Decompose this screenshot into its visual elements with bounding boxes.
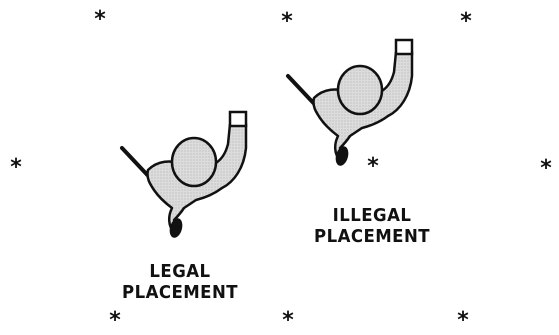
- figure-with-wand-icon: [118, 108, 258, 240]
- asterisk-marker: *: [109, 310, 121, 332]
- asterisk-marker: *: [282, 310, 294, 332]
- figure-with-wand-icon: [284, 36, 424, 168]
- illegal-placement-label: ILLEGAL PLACEMENT: [298, 206, 445, 247]
- illegal-label-line-1: ILLEGAL: [298, 206, 445, 227]
- legal-placement-label: LEGAL PLACEMENT: [106, 262, 253, 303]
- asterisk-marker: *: [540, 158, 552, 180]
- legal-label-line-2: PLACEMENT: [106, 283, 253, 304]
- illegal-label-line-2: PLACEMENT: [298, 227, 445, 248]
- asterisk-marker: *: [460, 11, 472, 33]
- asterisk-marker: *: [281, 11, 293, 33]
- asterisk-marker: *: [457, 310, 469, 332]
- asterisk-marker: *: [94, 9, 106, 31]
- legal-label-line-1: LEGAL: [106, 262, 253, 283]
- asterisk-marker: *: [10, 157, 22, 179]
